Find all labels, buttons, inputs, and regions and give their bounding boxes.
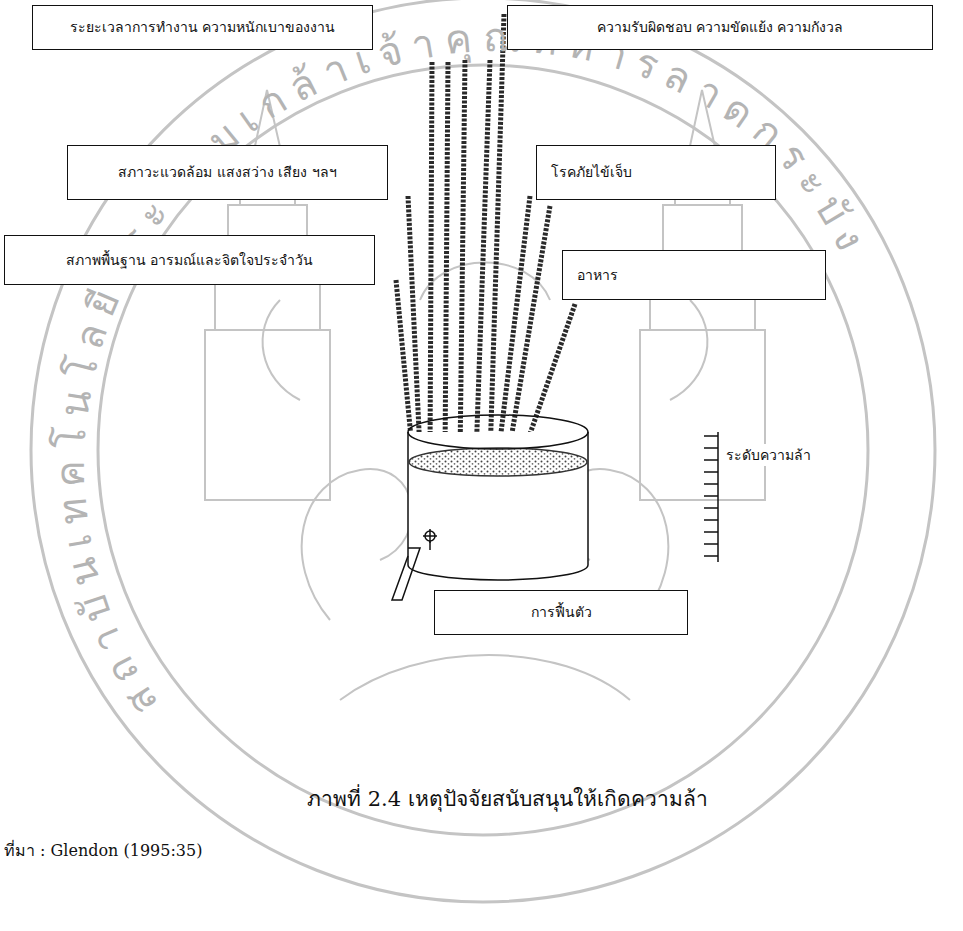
figure-caption: ภาพที่ 2.4 เหตุปัจจัยสนับสนุนให้เกิดความ…: [307, 782, 708, 815]
factor-text: ระยะเวลาการทำงาน ความหนักเบาของงาน: [43, 18, 362, 37]
scale-tick: [704, 555, 718, 557]
scale-tick: [704, 483, 718, 485]
factor-box: โรคภัยไข้เจ็บ: [536, 145, 776, 200]
factor-box: การฟื้นตัว: [434, 590, 688, 635]
fatigue-tank: [408, 415, 588, 580]
watermark-seal: [31, 0, 935, 902]
scale-tick: [704, 435, 718, 437]
factor-text: โรคภัยไข้เจ็บ: [551, 163, 765, 182]
factor-text: อาหาร: [577, 266, 815, 285]
scale-ticks: [704, 436, 718, 556]
scale-tick: [704, 519, 718, 521]
scale-tick: [704, 459, 718, 461]
factor-box: ระยะเวลาการทำงาน ความหนักเบาของงาน: [32, 5, 373, 50]
scale-label: ระดับความล้า: [724, 444, 813, 466]
scale-tick: [704, 471, 718, 473]
source-note: ที่มา : Glendon (1995:35): [4, 838, 202, 863]
factor-box: ความรับผิดชอบ ความขัดแย้ง ความกังวล: [507, 5, 933, 50]
watermark-text: สถาบันเทคโนโลยีพระจอมเกล้าเจ้าคุณทหารลาด…: [47, 14, 878, 724]
factor-text: ความรับผิดชอบ ความขัดแย้ง ความกังวล: [518, 18, 922, 37]
scale-tick: [704, 507, 718, 509]
scale-tick: [704, 531, 718, 533]
factor-lines: [396, 14, 575, 457]
scale-tick: [704, 447, 718, 449]
factor-box: สภาวะแวดล้อม แสงสว่าง เสียง ฯลฯ: [67, 145, 388, 200]
factor-text: สภาพพื้นฐาน อารมณ์และจิตใจประจำวัน: [15, 251, 364, 270]
scale-tick: [704, 543, 718, 545]
watermark-text-line: สถาบันเทคโนโลยีพระจอมเกล้าเจ้าคุณทหารลาด…: [47, 14, 878, 724]
level-scale: [717, 432, 719, 562]
factor-text: สภาวะแวดล้อม แสงสว่าง เสียง ฯลฯ: [78, 163, 377, 182]
drain-tap: [392, 529, 437, 600]
factor-box: สภาพพื้นฐาน อารมณ์และจิตใจประจำวัน: [4, 235, 375, 285]
factor-text: การฟื้นตัว: [445, 603, 677, 622]
scale-tick: [704, 495, 718, 497]
factor-box: อาหาร: [562, 250, 826, 300]
